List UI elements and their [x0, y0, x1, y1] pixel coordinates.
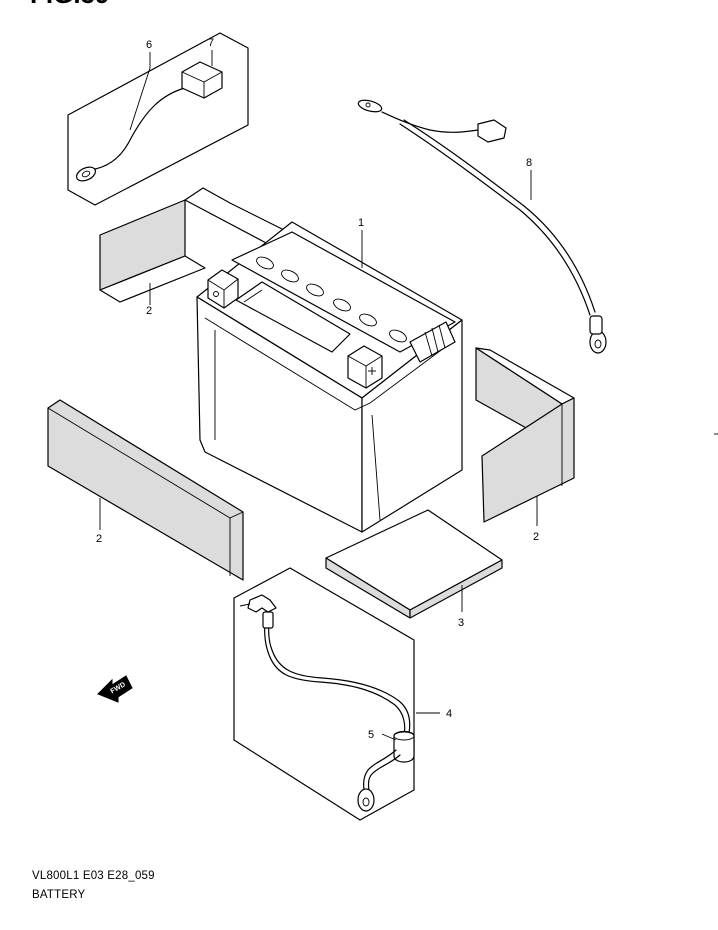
caption-model-code: VL800L1 E03 E28_059	[32, 870, 155, 882]
terminal-cover-icon	[181, 61, 223, 99]
callout-4: 4	[446, 708, 452, 720]
terminal-cap-icon	[393, 730, 415, 763]
callout-2-right: 2	[533, 531, 539, 543]
terminal-negative-icon	[207, 269, 239, 309]
terminal-positive-icon	[347, 345, 383, 389]
callout-2-upper: 2	[146, 305, 152, 317]
ring-terminal-icon	[75, 166, 97, 182]
battery	[196, 221, 463, 533]
battery-pad	[325, 509, 503, 619]
callout-3: 3	[458, 617, 464, 629]
starter-cable-panel	[67, 32, 249, 206]
ring-terminal-icon	[357, 788, 375, 812]
callout-8: 8	[526, 157, 532, 169]
callout-1: 1	[358, 217, 364, 229]
spacer-left	[47, 399, 244, 581]
callout-2-left: 2	[96, 533, 102, 545]
figure-title: FIG.59	[30, 0, 109, 9]
positive-cable	[357, 99, 607, 354]
spacer-upper	[99, 187, 291, 305]
negative-cable-panel	[233, 567, 440, 821]
callout-5: 5	[368, 729, 374, 741]
callout-6: 6	[146, 39, 152, 51]
spacer-right	[475, 347, 575, 526]
fwd-arrow-icon: FWD	[97, 675, 133, 703]
cell-caps	[256, 256, 407, 343]
callout-7: 7	[208, 37, 214, 49]
connector-icon	[477, 119, 507, 143]
caption-part-name: BATTERY	[32, 889, 86, 901]
